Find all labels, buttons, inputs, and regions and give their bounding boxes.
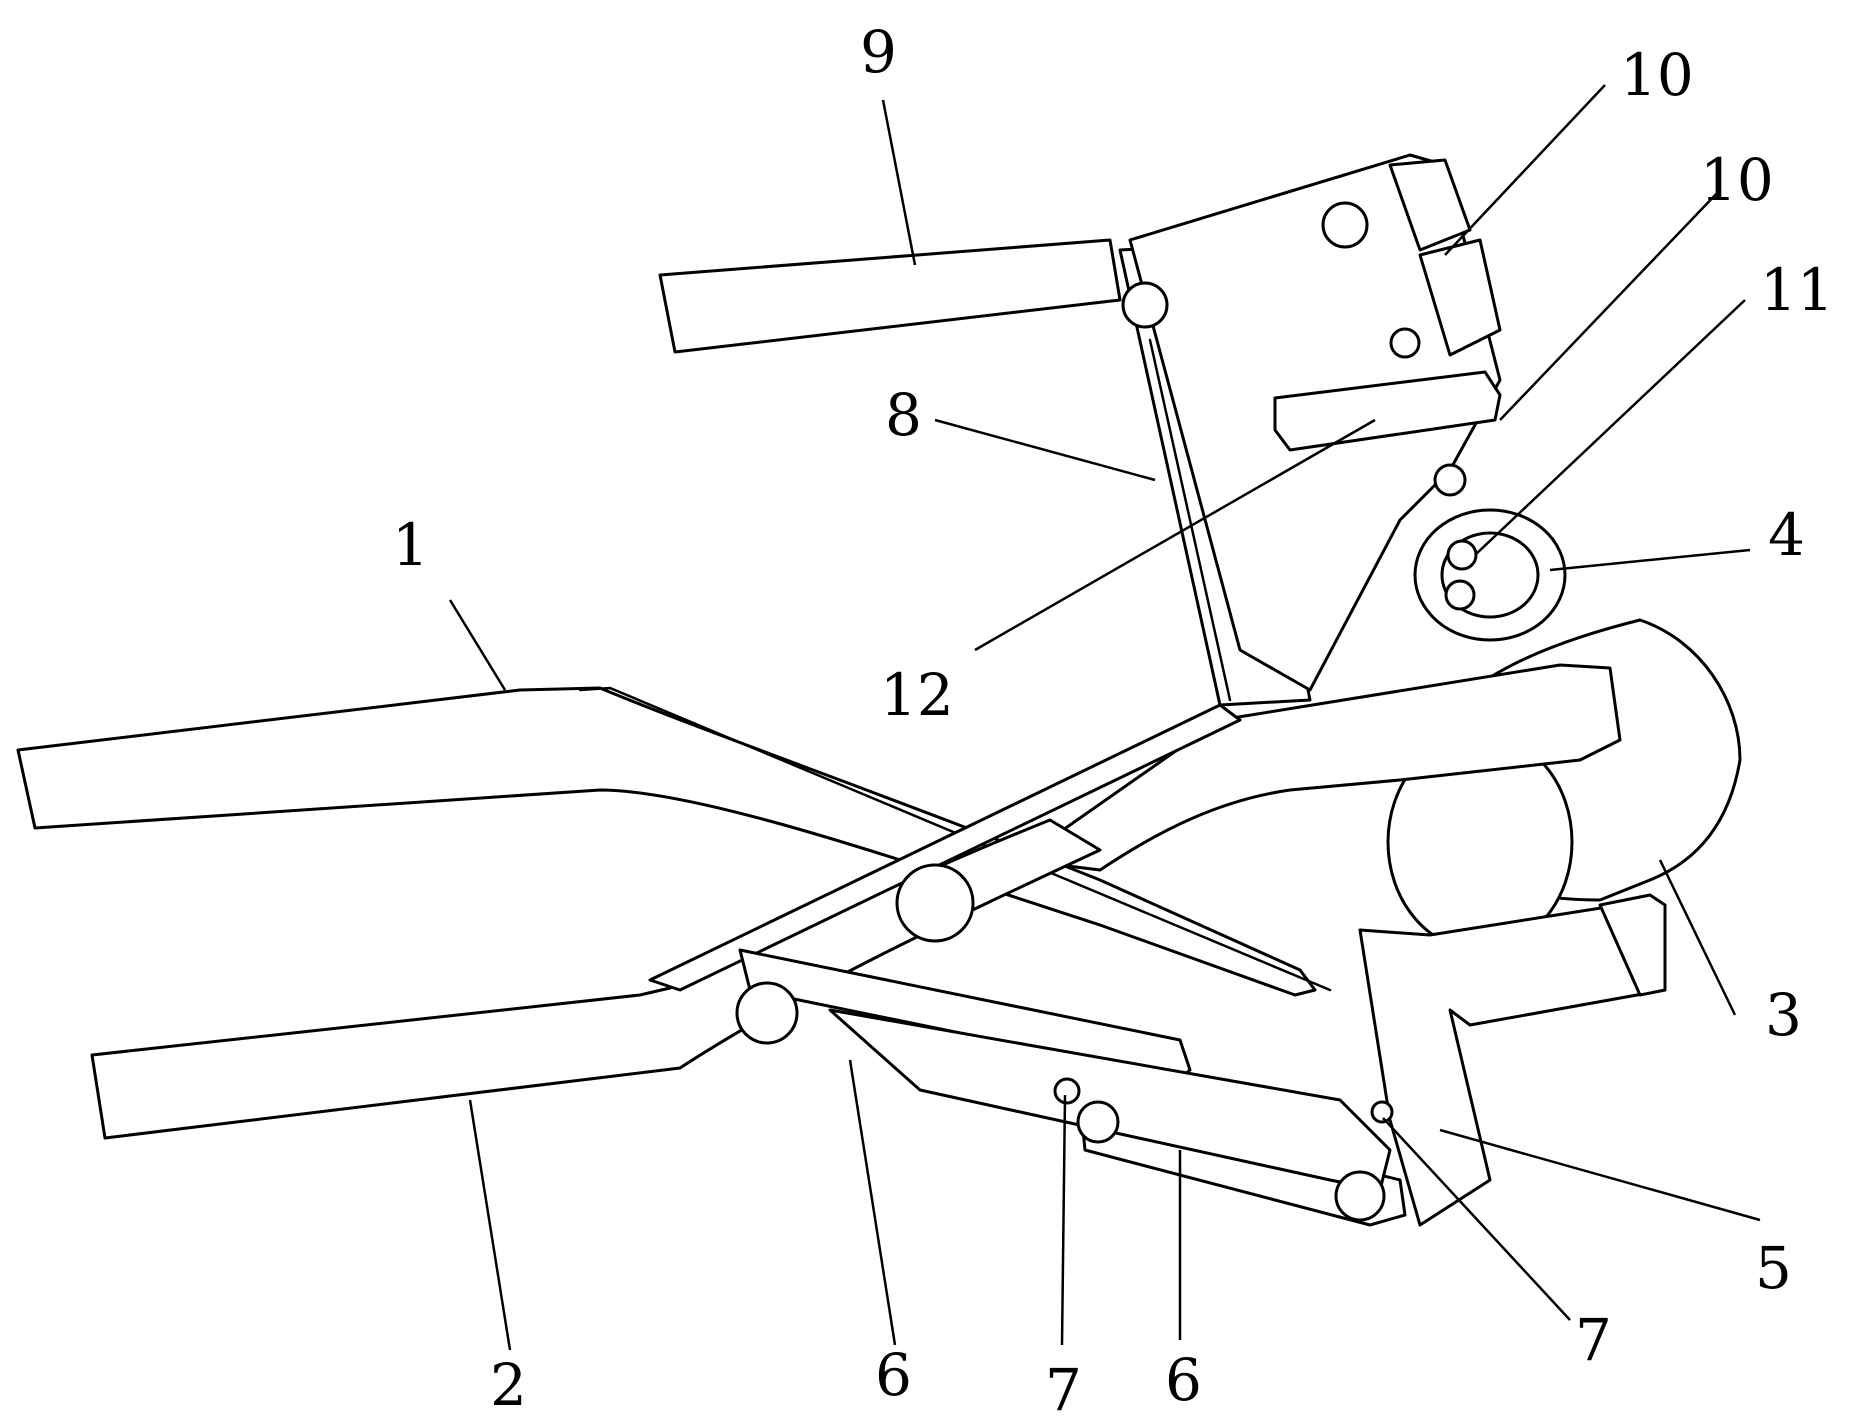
pin-link-middle [1078,1102,1118,1142]
callout-7-middle: 7 [1045,1356,1082,1421]
callout-7-right: 7 [1575,1306,1612,1374]
callout-3: 3 [1765,981,1802,1049]
callout-8: 8 [885,381,922,449]
ring-part-4 [1415,510,1565,640]
pin-part-11-upper [1435,465,1465,495]
callout-6-right: 6 [1165,1346,1202,1414]
callout-4: 4 [1768,501,1805,569]
pin-link-right [1336,1172,1384,1220]
main-pivot [897,865,973,941]
pin-lever [1123,283,1167,327]
callout-10-lower: 10 [1700,146,1774,214]
callout-2: 2 [490,1351,527,1419]
callout-11: 11 [1760,256,1834,324]
callout-5: 5 [1755,1234,1792,1302]
lower-jaw-part-5 [1360,895,1665,1225]
pin-part-10 [1391,329,1419,357]
callout-9: 9 [860,18,897,86]
pin-ring [1446,581,1474,609]
callout-12: 12 [880,661,954,729]
pin-link-left [737,983,797,1043]
pin-part-11 [1448,541,1476,569]
pin-top [1323,203,1367,247]
lever-part-9 [660,240,1120,352]
callout-1: 1 [392,511,429,579]
callout-6-left: 6 [875,1341,912,1409]
callout-10-upper: 10 [1620,41,1694,109]
pin-part-7-middle [1055,1079,1079,1103]
pin-part-7-right [1372,1102,1392,1122]
